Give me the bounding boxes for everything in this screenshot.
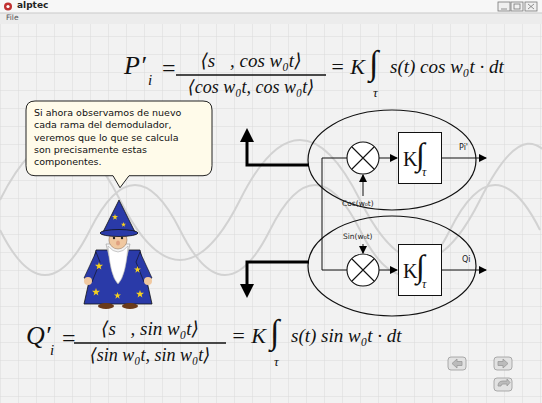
carrier-label: Cos(w₀t) — [342, 200, 374, 208]
speech-bubble: Si ahora observamos de nuevo cada rama d… — [25, 100, 213, 177]
formula-operator: = K — [330, 55, 365, 79]
integral-limit: τ — [373, 86, 378, 100]
nav-buttons — [448, 357, 512, 391]
formula-integrand: s(t) cos w₀t · dt — [390, 57, 504, 78]
pointer-arrow — [247, 141, 309, 285]
multiplier-symbol — [347, 142, 379, 286]
integrator-box: K∫τ — [398, 244, 442, 296]
bubble-text: Si ahora observamos de nuevo cada rama d… — [34, 107, 192, 169]
formula-operator: = K — [231, 324, 266, 348]
integral-sign: ∫ — [270, 313, 279, 350]
output-label: Qi — [462, 256, 471, 265]
integral-sign: ∫ — [369, 44, 378, 81]
integral-limit: τ — [422, 166, 426, 179]
formula-denominator: ⟨cos w₀t, cos w₀t⟩ — [188, 78, 315, 98]
integral-limit: τ — [274, 355, 279, 369]
formula-symbol: P′ — [124, 52, 146, 81]
formula-operator: = — [162, 55, 176, 81]
output-label: Pi' — [459, 144, 468, 153]
menu-item: File — [6, 14, 19, 22]
fraction-bar — [74, 342, 226, 343]
formula-subscript: i — [50, 342, 54, 359]
window-buttons — [498, 2, 537, 11]
formula-integrand: s(t) sin w₀t · dt — [291, 326, 402, 347]
gain-k: K — [403, 260, 417, 282]
carrier-label: Sin(w₀t) — [343, 233, 373, 241]
fraction-bar — [176, 74, 326, 75]
integral-limit: τ — [422, 278, 426, 291]
formula-subscript: i — [148, 72, 152, 89]
formula-numerator: ⟨s⃗, sin w₀t⟩ — [101, 319, 199, 340]
formula-symbol: Q′ — [26, 322, 50, 351]
formula-numerator: ⟨s⃗, cos w₀t⟩ — [200, 51, 301, 72]
whiteboard — [0, 24, 542, 403]
menu-bar — [0, 14, 542, 24]
wizard-figure — [84, 200, 152, 309]
title-bar — [0, 0, 542, 13]
branch-ellipse — [308, 110, 476, 210]
gain-k: K — [403, 148, 417, 170]
app-icon — [4, 3, 12, 11]
window-title: alptec — [17, 1, 48, 11]
formula-denominator: ⟨sin w₀t, sin w₀t⟩ — [90, 346, 211, 366]
formula-operator: = — [62, 325, 76, 351]
grid — [0, 24, 542, 403]
integrator-box: K∫τ — [398, 132, 442, 184]
branch-ellipse — [308, 216, 476, 316]
